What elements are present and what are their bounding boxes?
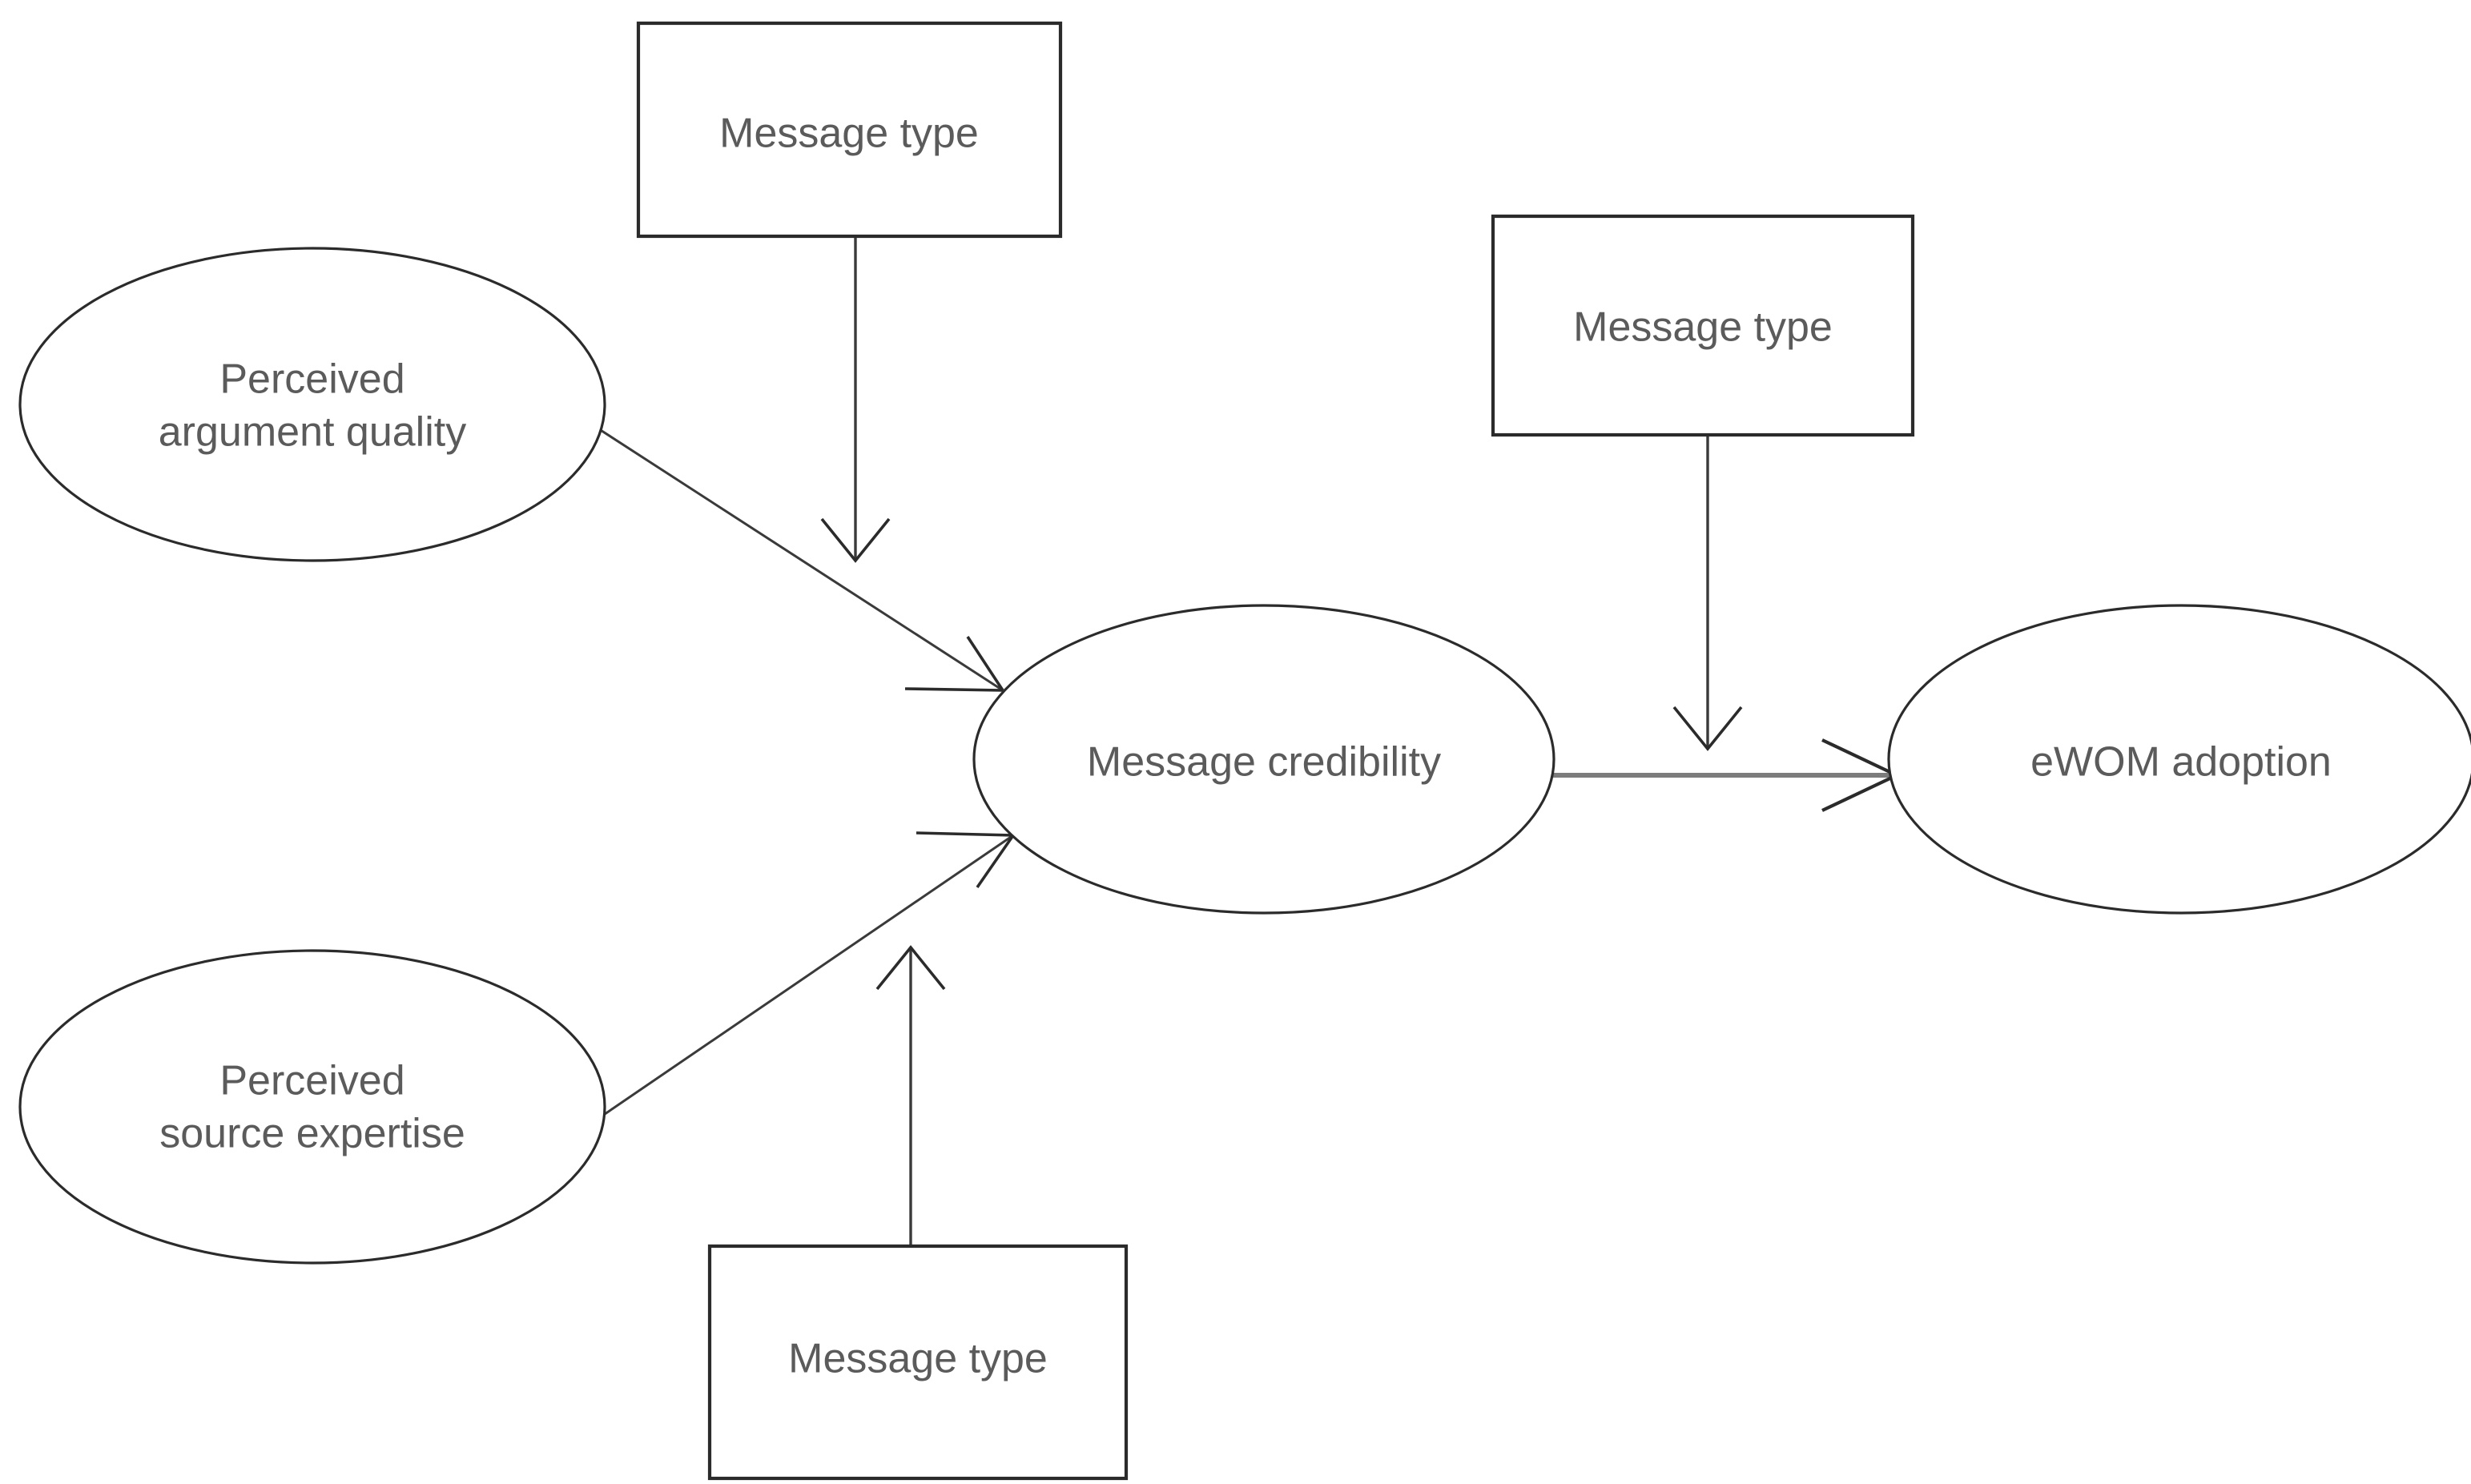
label-message-type-top-left: Message type	[719, 111, 979, 157]
label-perceived-argument-quality-line1: Perceived	[219, 356, 404, 403]
edge-line-source-expertise	[594, 834, 1014, 1123]
node-message-credibility[interactable]: Message credibility	[972, 604, 1555, 915]
arrowhead-moderator-bottom	[875, 945, 946, 991]
arrowhead-barb-lower-source-expertise	[976, 834, 1015, 889]
arrowhead-barb-upper-source-expertise	[916, 831, 1014, 837]
node-perceived-argument-quality[interactable]: Perceived argument quality	[18, 247, 606, 562]
label-perceived-source-expertise-line2: source expertise	[159, 1111, 465, 1157]
node-message-type-top-right[interactable]: Message type	[1491, 214, 1915, 437]
label-ewom-adoption: eWOM adoption	[2030, 739, 2332, 786]
ellipse-ewom-adoption[interactable]	[1887, 604, 2471, 915]
label-perceived-argument-quality-line2: argument quality	[159, 409, 466, 456]
arrowhead-barb-upper-argument-quality	[966, 636, 1004, 691]
rect-message-type-top-right[interactable]	[1491, 214, 1915, 437]
edge-message-type-bottom-moderator	[875, 945, 946, 1248]
node-perceived-source-expertise[interactable]: Perceived source expertise	[18, 949, 606, 1265]
arrowhead-barb-lower-ewom	[1821, 774, 1898, 812]
edge-argument-quality-to-credibility	[594, 424, 1004, 692]
arrowhead-barb-lower-argument-quality	[904, 687, 1004, 692]
edge-message-type-top-left-moderator	[820, 236, 891, 563]
label-message-credibility: Message credibility	[1087, 739, 1441, 786]
arrowhead-barb-upper-ewom	[1821, 738, 1898, 777]
label-message-type-top-right: Message type	[1573, 304, 1833, 351]
ellipse-perceived-source-expertise[interactable]	[18, 949, 606, 1265]
node-ewom-adoption[interactable]: eWOM adoption	[1887, 604, 2471, 915]
edge-source-expertise-to-credibility	[594, 831, 1015, 1123]
edge-credibility-to-ewom	[1551, 738, 1898, 812]
edge-line-argument-quality	[594, 424, 1004, 692]
node-message-type-top-left[interactable]: Message type	[636, 21, 1063, 239]
edge-message-type-top-right-moderator	[1672, 435, 1743, 751]
node-message-type-bottom[interactable]: Message type	[707, 1244, 1129, 1481]
ellipse-perceived-argument-quality[interactable]	[18, 247, 606, 562]
label-perceived-source-expertise-line1: Perceived	[219, 1058, 404, 1104]
rect-message-type-bottom[interactable]	[707, 1244, 1129, 1481]
label-message-type-bottom: Message type	[788, 1336, 1048, 1382]
arrowhead-moderator-top-left	[820, 517, 891, 563]
rect-message-type-top-left[interactable]	[636, 21, 1063, 239]
arrowhead-moderator-top-right	[1672, 706, 1743, 751]
ellipse-message-credibility[interactable]	[972, 604, 1555, 915]
